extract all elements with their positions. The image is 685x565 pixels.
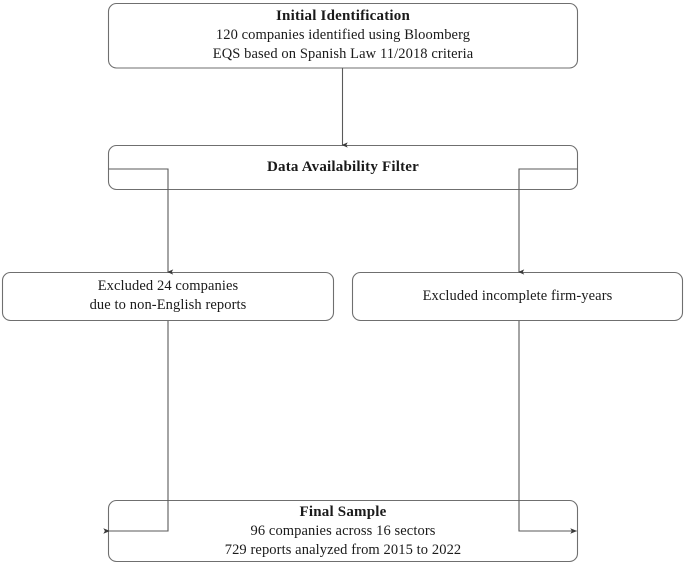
node-body-final-sample-line-2: 729 reports analyzed from 2015 to 2022 bbox=[224, 542, 462, 558]
node-label-final-sample: Final Sample 96 companies across 16 sect… bbox=[108, 503, 578, 560]
edge-filter-to-non-english bbox=[108, 168, 174, 275]
node-label-excluded-non-english: Excluded 24 companies due to non-English… bbox=[2, 277, 334, 315]
edge-incomplete-to-final bbox=[518, 321, 578, 534]
edge-filter-to-incomplete bbox=[518, 168, 578, 275]
node-body-final-sample-line-1: 96 companies across 16 sectors bbox=[250, 523, 436, 539]
node-body-initial-identification-line-1: 120 companies identified using Bloomberg bbox=[215, 27, 471, 43]
node-title-data-availability-filter: Data Availability Filter bbox=[266, 159, 419, 175]
node-title-initial-identification: Initial Identification bbox=[276, 8, 410, 24]
node-body-initial-identification-line-2: EQS based on Spanish Law 11/2018 criteri… bbox=[212, 46, 474, 62]
node-body-excluded-non-english-line-2: due to non-English reports bbox=[89, 297, 247, 313]
node-body-excluded-incomplete-line-1: Excluded incomplete firm-years bbox=[422, 288, 613, 304]
node-title-final-sample: Final Sample bbox=[299, 504, 387, 520]
edge-non-english-to-final bbox=[103, 321, 169, 534]
node-label-initial-identification: Initial Identification 120 companies ide… bbox=[108, 7, 578, 64]
node-label-data-availability-filter: Data Availability Filter bbox=[108, 158, 578, 177]
node-body-excluded-non-english-line-1: Excluded 24 companies bbox=[97, 278, 239, 294]
node-box-excluded-incomplete bbox=[351, 271, 684, 322]
node-label-excluded-incomplete: Excluded incomplete firm-years bbox=[352, 287, 683, 306]
